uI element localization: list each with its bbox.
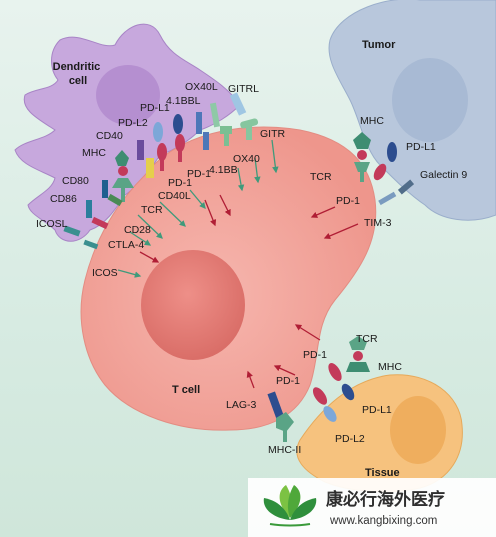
tcr-label-tumor: TCR [310,171,332,183]
cd86-label: CD86 [50,193,77,205]
cd40-label: CD40 [96,130,123,142]
lag-3-label: LAG-3 [226,399,257,411]
lotus-logo [263,485,317,527]
tcr-label-tissue: TCR [356,333,378,345]
pd-1-label-dc-a: PD-1 [187,168,211,180]
watermark-name: 康必行海外医疗 [326,489,445,510]
dendritic-cell-label: Dendritic cell [53,61,104,87]
tumor-cell [328,0,496,221]
cd28-label: CD28 [124,224,151,236]
ox40l-label: OX40L [185,81,218,93]
tissue-receptors [267,336,370,442]
t-cell-label: T cell [172,384,200,396]
gitr-label: GITR [260,128,285,140]
pd-l1-label-dc: PD-L1 [140,102,170,114]
tissue-cell-label: Tissue [365,467,400,479]
pd-1-label-tumor: PD-1 [336,195,360,207]
watermark-url: www.kangbixing.com [329,515,437,527]
activation-arrows [117,139,279,278]
watermark: 康必行海外医疗 www.kangbixing.com [248,478,496,537]
ctla-4-label: CTLA-4 [108,239,144,251]
pd-l1-label-tissue: PD-L1 [362,404,392,416]
4-1bbl-label: 4.1BBL [166,95,201,107]
mhc-label-tissue: MHC [378,361,402,373]
cd80-label: CD80 [62,175,89,187]
ox40-label: OX40 [233,153,260,165]
mhc-ii-label: MHC-II [268,444,301,456]
tcr-label-dc: TCR [141,204,163,216]
mhc-label-dc: MHC [82,147,106,159]
dc-receptors [63,92,259,250]
icosl-label: ICOSL [36,218,68,230]
pd-l1-label-tumor: PD-L1 [406,141,436,153]
tissue-cell [296,374,463,493]
mhc-label-tumor: MHC [360,115,384,127]
gitrl-label: GITRL [228,83,259,95]
tim-3-label: TIM-3 [364,217,392,229]
dendritic-cell [14,23,241,242]
pd-1-label-tissue-a: PD-1 [303,349,327,361]
t-cell [80,126,377,431]
pd-1-label-dc-b: PD-1 [168,177,192,189]
tumor-receptors [353,132,415,206]
4-1bb-label: 4.1BB [209,164,238,176]
icos-label: ICOS [92,267,118,279]
inhibitory-arrows [139,194,359,389]
pd-l2-label-tissue: PD-L2 [335,433,365,445]
galectin-9-label: Galectin 9 [420,169,467,181]
pd-l2-label-dc: PD-L2 [118,117,148,129]
tumor-cell-label: Tumor [362,39,396,51]
cd40l-label: CD40L [158,190,191,202]
pd-1-label-tissue-b: PD-1 [276,375,300,387]
